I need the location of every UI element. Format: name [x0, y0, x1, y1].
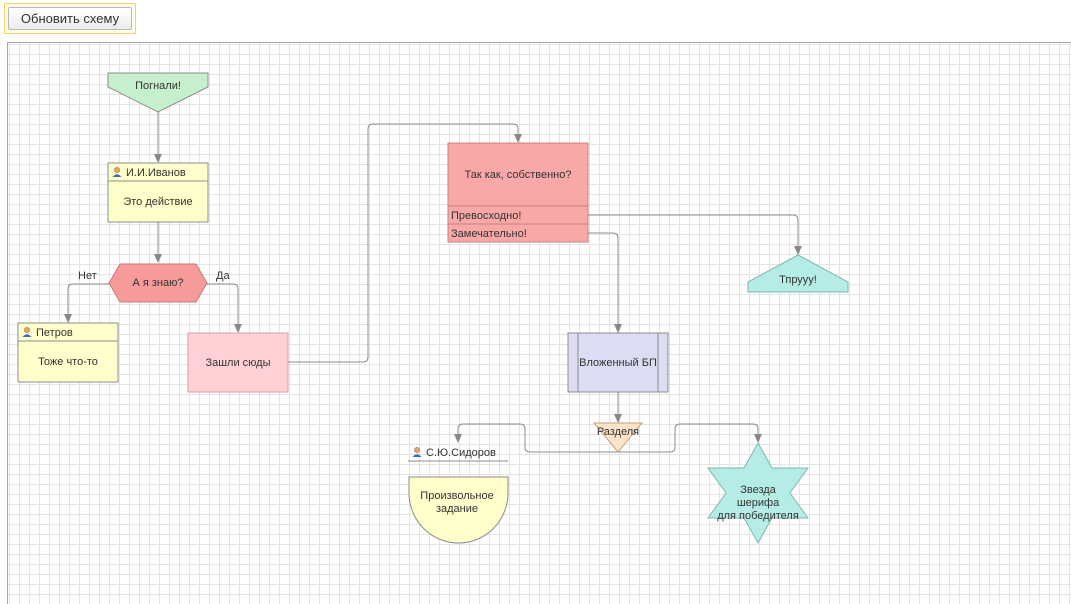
refresh-scheme-button[interactable]: Обновить схему	[8, 7, 132, 30]
node-question[interactable]: Так как, собственно? Превосходно! Замеча…	[447, 142, 589, 243]
node-split-label: Разделя	[597, 426, 639, 438]
node-star-line3: для победителя	[717, 510, 799, 522]
node-action-ivanov-user: И.И.Иванов	[126, 167, 186, 179]
node-task-petrov[interactable]: Петров Тоже что-то	[17, 322, 119, 383]
node-subprocess-label: Вложенный БП	[579, 357, 657, 369]
edge-decision-yes	[206, 283, 242, 333]
node-star-line1: Звезда	[740, 484, 776, 496]
node-task-sidorov-user: С.Ю.Сидоров	[426, 447, 496, 459]
node-star-line2: шерифа	[737, 497, 780, 509]
node-end-label: Тпруyy!	[779, 274, 817, 286]
node-start-label: Погнали!	[135, 80, 181, 92]
node-star[interactable]: Звезда шерифа для победителя	[707, 441, 809, 545]
user-icon	[412, 446, 422, 458]
node-subprocess[interactable]: Вложенный БП	[567, 332, 669, 393]
edge-decision-no	[64, 283, 110, 323]
diagram-canvas[interactable]	[7, 42, 1071, 604]
node-entered-label: Зашли сюды	[205, 357, 270, 369]
node-split[interactable]: Разделя	[592, 422, 644, 453]
node-task-petrov-label: Тоже что-то	[38, 356, 98, 368]
node-task-sidorov[interactable]: С.Ю.Сидоров Произвольное задание	[408, 446, 509, 544]
node-entered[interactable]: Зашли сюды	[187, 332, 289, 393]
node-question-option-2[interactable]: Замечательно!	[451, 228, 527, 240]
connectors	[64, 112, 802, 453]
edge-option2-to-subprocess	[588, 232, 622, 333]
edge-option1-to-end	[588, 214, 802, 255]
edge-split-to-sidorov	[454, 423, 618, 453]
toolbar: Обновить схему	[4, 3, 136, 34]
node-task-petrov-user: Петров	[36, 327, 73, 339]
node-end[interactable]: Тпруyy!	[747, 254, 849, 293]
node-action-ivanov-label: Это действие	[123, 196, 192, 208]
edge-label-no: Нет	[78, 270, 97, 282]
node-task-sidorov-line2: задание	[436, 503, 478, 515]
node-start[interactable]: Погнали!	[107, 72, 209, 113]
node-decision-label: А я знаю?	[132, 277, 183, 289]
edge-label-yes: Да	[216, 270, 230, 282]
node-question-option-1[interactable]: Превосходно!	[451, 210, 521, 222]
edge-split-to-star	[618, 423, 762, 453]
node-question-label: Так как, собственно?	[465, 169, 572, 181]
node-decision[interactable]: А я знаю?	[108, 263, 208, 303]
node-action-ivanov[interactable]: И.И.Иванов Это действие	[107, 162, 209, 223]
edge-entered-to-question	[288, 123, 522, 363]
node-task-sidorov-line1: Произвольное	[420, 490, 493, 502]
